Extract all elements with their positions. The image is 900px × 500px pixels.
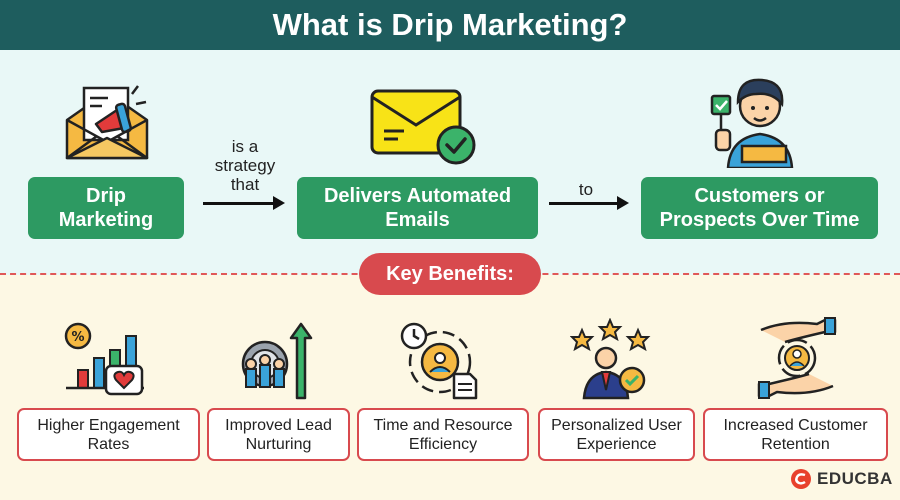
benefit-box-efficiency: Time and Resource Efficiency xyxy=(357,408,529,461)
connector-strategy-text: is a strategy that xyxy=(214,137,276,194)
flow-arrow-1 xyxy=(203,196,285,210)
benefit-box-retention: Increased Customer Retention xyxy=(703,408,888,461)
educba-logo: EDUCBA xyxy=(790,468,893,490)
email-megaphone-icon xyxy=(65,85,149,160)
page-title: What is Drip Marketing? xyxy=(0,0,900,50)
team-growth-arrow-icon xyxy=(241,322,313,400)
drip-marketing-box: Drip Marketing xyxy=(28,177,184,239)
benefit-box-engagement: Higher Engagement Rates xyxy=(17,408,200,461)
benefit-box-lead-nurturing: Improved Lead Nurturing xyxy=(207,408,350,461)
educba-logo-icon xyxy=(791,469,811,489)
flow-arrow-2 xyxy=(549,196,629,210)
benefit-box-personalized: Personalized User Experience xyxy=(538,408,695,461)
envelope-check-icon xyxy=(370,89,476,165)
hands-cycle-user-icon xyxy=(757,317,837,399)
automated-emails-box: Delivers Automated Emails xyxy=(297,177,538,239)
educba-logo-text: EDUCBA xyxy=(817,469,893,488)
benefits-panel xyxy=(0,275,900,500)
customers-box: Customers or Prospects Over Time xyxy=(641,177,878,239)
customer-thumbs-up-icon xyxy=(710,78,794,168)
connector-to-text: to xyxy=(578,180,594,199)
clock-gear-document-icon xyxy=(400,322,478,400)
growth-chart-heart-icon: % xyxy=(64,322,144,396)
key-benefits-label: Key Benefits: xyxy=(359,253,541,295)
svg-text:%: % xyxy=(71,330,84,345)
user-stars-badge-icon xyxy=(570,318,651,400)
